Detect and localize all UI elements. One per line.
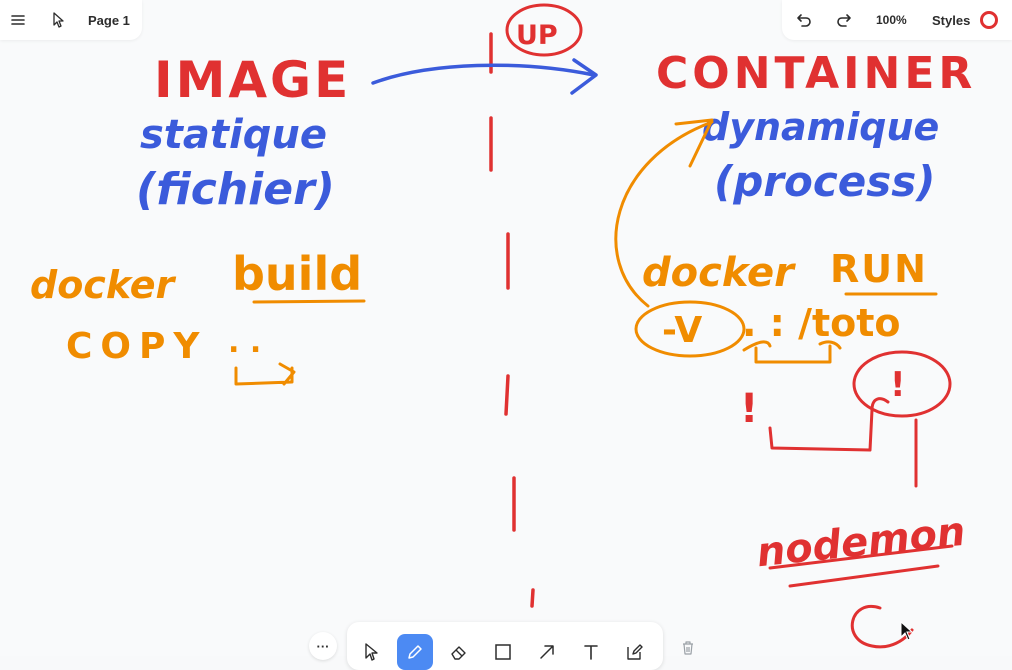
statique-text: statique <box>140 112 327 158</box>
copy-dots: . . <box>228 325 261 360</box>
volume-flag-text: -V <box>662 310 702 351</box>
redo-button[interactable] <box>828 4 860 36</box>
up-text: UP <box>516 20 558 51</box>
run-word: RUN <box>830 247 928 291</box>
redo-icon <box>837 14 851 27</box>
whiteboard-canvas[interactable]: UP IMAGE statique (fichier) docker build… <box>0 0 1012 656</box>
nodemon-underline-1 <box>768 544 954 570</box>
more-actions-button[interactable]: ··· <box>309 632 337 660</box>
rectangle-tool[interactable] <box>485 634 521 670</box>
copy-arrow <box>234 362 296 386</box>
bang-left-text: ! <box>740 386 758 432</box>
image-to-container-arrowhead <box>570 58 598 95</box>
volume-flag-circle <box>634 300 746 358</box>
bottom-circle-sketch <box>850 605 914 649</box>
process-text: (process) <box>714 157 935 206</box>
build-underline <box>252 299 366 304</box>
main-menu-button[interactable] <box>2 4 34 36</box>
loop-connector <box>768 397 890 452</box>
page-name[interactable]: Page 1 <box>88 12 130 28</box>
pointer-button[interactable] <box>42 4 74 36</box>
trash-icon <box>683 641 693 655</box>
docker-build-word: docker <box>30 263 177 307</box>
drawing-layer: UP IMAGE statique (fichier) docker build… <box>30 3 976 649</box>
eraser-tool[interactable] <box>441 634 477 670</box>
volume-sync-arrow <box>742 340 842 364</box>
text-tool[interactable] <box>573 634 609 670</box>
up-circle <box>505 3 583 57</box>
undo-icon <box>797 14 811 27</box>
copy-text: COPY <box>66 326 207 367</box>
mouse-cursor <box>900 621 914 641</box>
container-title: CONTAINER <box>656 48 976 99</box>
styles-button[interactable]: Styles <box>932 12 971 28</box>
volume-to-container-arrow <box>614 120 714 308</box>
arrow-icon <box>540 645 554 659</box>
volume-arrowhead <box>674 118 714 168</box>
volume-path-text: . : /toto <box>742 301 901 345</box>
rectangle-icon <box>495 644 511 660</box>
divider-dashed-line <box>489 32 535 608</box>
nodemon-underline-2 <box>788 564 940 588</box>
docker-run-word: docker <box>642 250 796 296</box>
undo-button[interactable] <box>788 4 820 36</box>
image-title: IMAGE <box>154 51 351 109</box>
style-panel: 100% Styles <box>782 0 1012 40</box>
tool-toolbar <box>347 622 663 670</box>
text-icon <box>584 645 598 660</box>
pencil-icon <box>408 645 422 659</box>
bang-text: ! <box>890 365 906 405</box>
current-color-swatch[interactable] <box>980 11 999 29</box>
eraser-icon <box>451 646 466 660</box>
select-tool[interactable] <box>353 634 389 670</box>
build-word: build <box>232 247 362 301</box>
draw-tool[interactable] <box>397 634 433 670</box>
zoom-level[interactable]: 100% <box>876 13 907 27</box>
image-to-container-arrow <box>371 63 596 85</box>
fichier-text: (fichier) <box>136 164 335 215</box>
bang-circle <box>852 350 952 418</box>
hamburger-icon <box>11 15 25 25</box>
page-menu-panel: Page 1 <box>0 0 142 40</box>
pointer-icon <box>53 12 64 28</box>
pointer-icon <box>365 643 378 661</box>
note-icon <box>627 644 643 660</box>
delete-button[interactable] <box>676 636 700 660</box>
note-tool[interactable] <box>617 634 653 670</box>
arrow-tool[interactable] <box>529 634 565 670</box>
dynamique-text: dynamique <box>702 105 939 149</box>
